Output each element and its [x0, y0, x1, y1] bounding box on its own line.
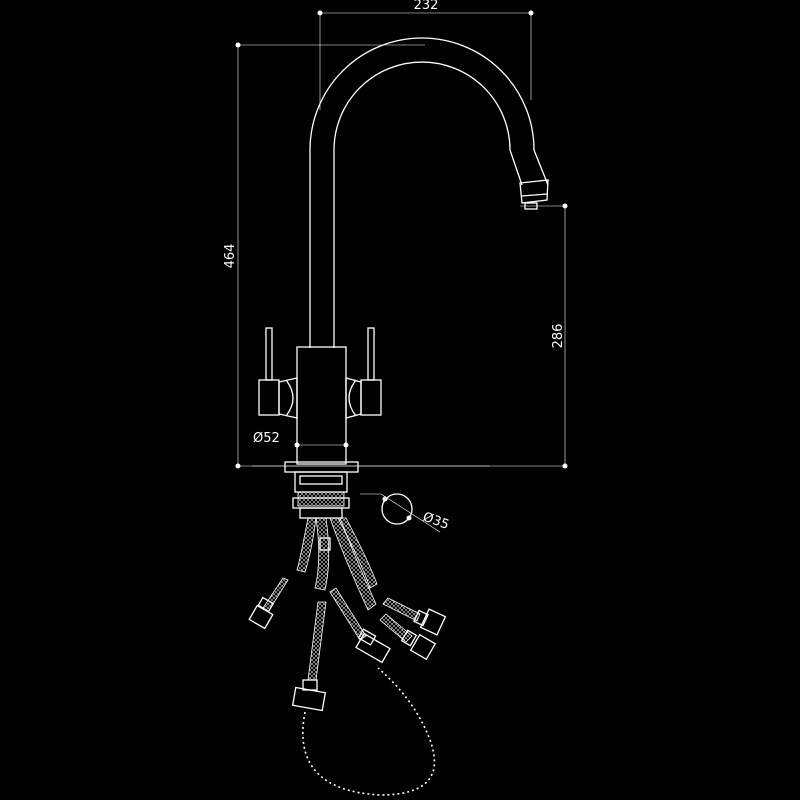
base-diameter-dimension: Ø52: [253, 431, 349, 448]
spout-height-dimension: 286: [520, 203, 568, 469]
mounting-assembly: [292, 471, 350, 519]
hole-diameter-detail: Ø35: [360, 493, 451, 533]
left-handle: [258, 327, 298, 419]
right-handle: [345, 327, 382, 419]
width-dimension: 232: [317, 0, 534, 110]
base-diameter-label: Ø52: [253, 431, 280, 446]
height-dimension: 464: [223, 42, 425, 469]
height-dimension-label: 464: [223, 244, 238, 269]
spout-height-dimension-label: 286: [551, 324, 566, 349]
faucet-body: [252, 37, 549, 473]
width-dimension-label: 232: [414, 0, 439, 13]
supply-hoses: [248, 517, 447, 796]
